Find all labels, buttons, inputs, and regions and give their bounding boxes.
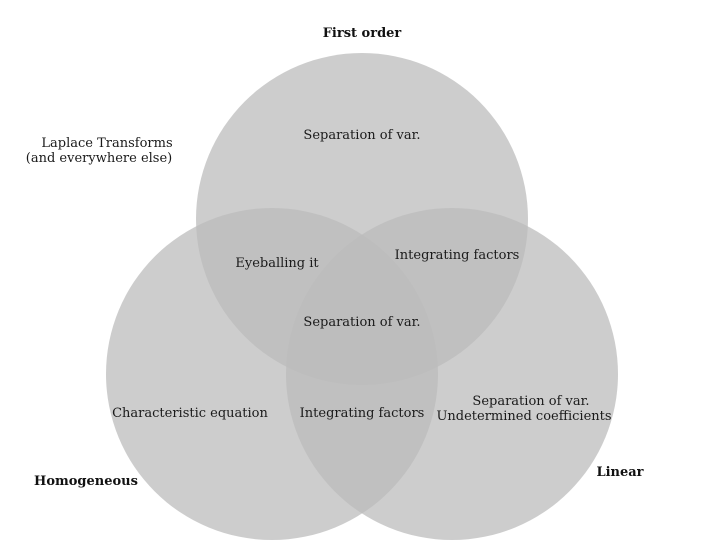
venn-circles <box>106 53 618 540</box>
region-first-order-homogeneous: Eyeballing it <box>235 256 319 271</box>
region-first-order-only: Separation of var. <box>303 128 420 143</box>
set-title-first-order: First order <box>323 26 402 41</box>
region-homogeneous-linear: Integrating factors <box>300 406 425 421</box>
outside-note-line1: Laplace Transforms <box>41 136 172 151</box>
circle-linear <box>286 208 618 540</box>
outside-note-line2: (and everywhere else) <box>26 151 172 166</box>
set-title-linear: Linear <box>596 465 643 480</box>
region-all-three: Separation of var. <box>303 315 420 330</box>
region-linear-only-line1: Separation of var. <box>472 394 589 409</box>
region-homogeneous-only: Characteristic equation <box>112 406 268 421</box>
region-linear-only-line2: Undetermined coefficients <box>436 409 611 424</box>
set-title-homogeneous: Homogeneous <box>34 474 138 489</box>
region-first-order-linear: Integrating factors <box>395 248 520 263</box>
